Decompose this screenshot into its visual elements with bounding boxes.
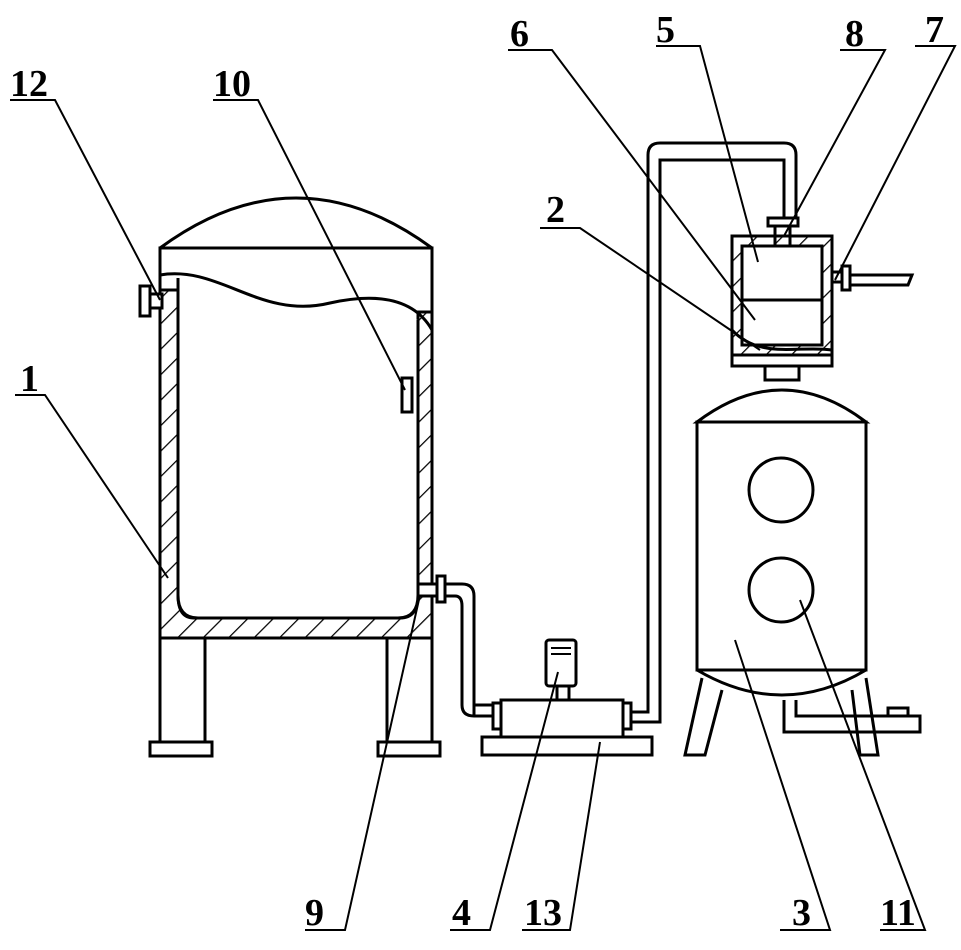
label-9: 9 bbox=[305, 892, 324, 934]
label-10: 10 bbox=[213, 63, 251, 105]
vessel-bottom bbox=[696, 668, 867, 697]
tank-leg-right bbox=[385, 636, 434, 745]
label-2: 2 bbox=[546, 189, 565, 231]
sight-window-upper bbox=[747, 456, 815, 524]
tank-dome bbox=[159, 196, 433, 250]
leader-10 bbox=[213, 99, 406, 391]
pump-assembly bbox=[480, 638, 654, 757]
pump-coupling bbox=[555, 684, 571, 702]
leader-8 bbox=[783, 49, 887, 237]
leader-7 bbox=[834, 45, 957, 281]
leader-12 bbox=[10, 99, 161, 301]
tank-foot-left bbox=[148, 740, 214, 758]
riser-pipe bbox=[631, 141, 798, 724]
pump-outlet-flange bbox=[621, 701, 633, 731]
level-sensor bbox=[400, 376, 414, 414]
label-7: 7 bbox=[925, 9, 944, 51]
filter-neck bbox=[763, 364, 801, 382]
filter-chamber bbox=[740, 244, 824, 347]
label-12: 12 bbox=[10, 63, 48, 105]
tank-inner-cavity bbox=[176, 278, 420, 620]
leader-6 bbox=[508, 49, 756, 321]
pump-base bbox=[480, 735, 654, 757]
label-13: 13 bbox=[524, 892, 562, 934]
filter-unit bbox=[730, 216, 915, 382]
reaction-vessel bbox=[683, 388, 922, 757]
leader-9 bbox=[305, 594, 421, 931]
label-11: 11 bbox=[880, 892, 916, 934]
motor-fins bbox=[551, 647, 571, 655]
leader-1 bbox=[15, 394, 169, 579]
storage-tank bbox=[138, 196, 442, 758]
label-1: 1 bbox=[20, 358, 39, 400]
pump-body bbox=[499, 698, 625, 739]
vessel-leg-left bbox=[683, 677, 724, 757]
outlet-valve-flange bbox=[435, 574, 447, 604]
tank-leg-left bbox=[158, 636, 207, 745]
drain-valve bbox=[886, 706, 910, 718]
leader-2 bbox=[540, 227, 761, 351]
label-6: 6 bbox=[510, 13, 529, 55]
leader-4 bbox=[450, 671, 559, 931]
filter-outlet-pipe bbox=[850, 273, 915, 287]
outlet-stub bbox=[416, 582, 440, 598]
leader-13 bbox=[522, 741, 601, 931]
vessel-body bbox=[695, 420, 868, 672]
pipe-inner bbox=[445, 594, 493, 718]
cutaway-line bbox=[159, 272, 434, 331]
leader-11 bbox=[799, 599, 927, 931]
pipe-outer bbox=[445, 582, 476, 716]
label-8: 8 bbox=[845, 13, 864, 55]
label-5: 5 bbox=[656, 9, 675, 51]
filter-inlet-valve bbox=[766, 216, 800, 228]
label-3: 3 bbox=[792, 892, 811, 934]
riser-inner bbox=[631, 158, 786, 724]
tank-foot-right bbox=[376, 740, 442, 758]
riser-outer bbox=[631, 141, 798, 714]
pump-motor bbox=[544, 638, 578, 688]
leader-5 bbox=[656, 45, 759, 263]
drain-pipe bbox=[782, 700, 922, 734]
sight-window-lower bbox=[747, 556, 815, 624]
inlet-pipe bbox=[148, 292, 164, 310]
vessel-dome bbox=[692, 388, 871, 424]
filter-outlet-flange bbox=[840, 264, 852, 292]
filter-inlet-stem bbox=[773, 226, 792, 246]
leader-3 bbox=[734, 639, 832, 931]
callouts: 12 10 1 9 4 13 3 11 2 6 5 8 7 bbox=[10, 9, 957, 934]
label-4: 4 bbox=[452, 892, 471, 934]
